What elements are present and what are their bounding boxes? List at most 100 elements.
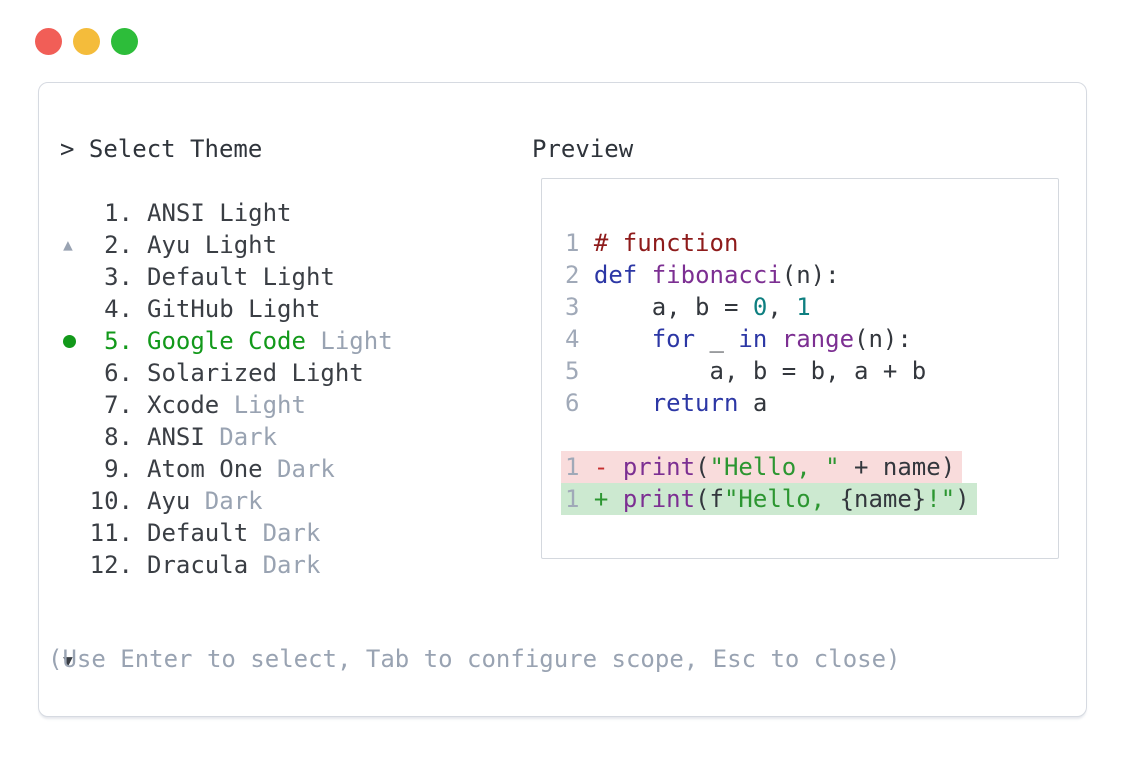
token-func: range <box>781 325 855 353</box>
code-line: 2 def fibonacci(n): <box>565 259 977 291</box>
theme-item-ayu-light[interactable]: 2. Ayu Light <box>60 229 393 261</box>
line-number: 3 <box>565 293 594 321</box>
token-minus: - <box>593 453 623 481</box>
token-keyword: def <box>593 261 638 289</box>
zoom-button[interactable] <box>111 28 138 55</box>
token-literal: 0 <box>752 293 768 321</box>
token-string: "Hello, " <box>709 453 840 481</box>
theme-number: 2. <box>104 231 133 259</box>
theme-item-dracula[interactable]: 12. Dracula Dark <box>60 549 393 581</box>
theme-name: Default Light <box>147 263 335 291</box>
theme-name: Dracula <box>147 551 249 579</box>
token-string: "Hello, <box>723 485 840 513</box>
theme-item-github-light[interactable]: 4.GitHub Light <box>60 293 393 325</box>
token-plain <box>637 261 651 289</box>
theme-variant: Dark <box>262 455 335 483</box>
scroll-up-icon[interactable]: ▲ <box>63 235 73 254</box>
code-line: 6 return a <box>565 387 977 419</box>
token-func: print <box>622 453 696 481</box>
theme-number: 3. <box>104 263 133 291</box>
theme-picker-window: > Select Theme ▲ 1. ANSI Light 2. Ayu Light… <box>38 82 1087 717</box>
token-literal: 1 <box>796 293 811 321</box>
theme-number: 6. <box>104 359 133 387</box>
theme-name: Google Code <box>147 327 306 355</box>
line-number: 2 <box>565 261 594 289</box>
token-comment: # function <box>593 229 739 257</box>
line-number: 1 <box>565 229 594 257</box>
theme-number: 12. <box>89 551 133 579</box>
theme-variant: Light <box>219 391 306 419</box>
theme-number: 7. <box>104 391 133 419</box>
line-number: 6 <box>565 389 594 417</box>
theme-item-xcode[interactable]: 7. Xcode Light <box>60 389 393 421</box>
scroll-down-icon[interactable]: ▼ <box>63 651 73 670</box>
code-line: 4 for _ in range(n): <box>565 323 977 355</box>
token-plain <box>594 325 652 353</box>
token-plain: a, b = <box>593 293 753 321</box>
theme-number: 8. <box>104 423 133 451</box>
code-blank-line <box>565 419 977 451</box>
theme-variant: Light <box>305 327 393 355</box>
theme-name: ANSI <box>147 423 205 451</box>
theme-number: 1. <box>104 199 133 227</box>
token-plain: _ <box>695 325 739 353</box>
keyboard-hint: (Use Enter to select, Tab to configure s… <box>48 645 901 673</box>
token-plain: {name} <box>839 485 927 513</box>
line-number: 1 <box>565 485 594 513</box>
line-number: 5 <box>565 357 594 385</box>
theme-variant: Dark <box>190 487 263 515</box>
theme-item-ansi[interactable]: 8.ANSI Dark <box>60 421 393 453</box>
token-plain: ( <box>695 453 710 481</box>
token-plain: (n): <box>854 325 912 353</box>
token-func: print <box>622 485 696 513</box>
token-plain: , <box>767 293 797 321</box>
theme-name: Solarized Light <box>147 359 364 387</box>
page-title: > Select Theme <box>60 135 263 163</box>
theme-item-atom-one[interactable]: 9.Atom One Dark <box>60 453 393 485</box>
theme-item-ansi-light[interactable]: 1. ANSI Light <box>60 197 393 229</box>
code-line: 1 # function <box>565 227 977 259</box>
theme-number: 10. <box>89 487 133 515</box>
theme-name: Ayu Light <box>147 231 278 259</box>
theme-number: 5. <box>104 327 133 355</box>
theme-name: Ayu <box>147 487 191 515</box>
token-keyword: return <box>651 389 739 417</box>
code-line: 5 a, b = b, a + b <box>565 355 977 387</box>
token-plain: + name) <box>839 453 956 481</box>
token-plain: ) <box>955 485 970 513</box>
window-controls <box>35 28 138 55</box>
token-string: !" <box>926 485 956 513</box>
theme-name: Xcode <box>147 391 220 419</box>
theme-name: Default <box>147 519 249 547</box>
close-button[interactable] <box>35 28 62 55</box>
diff-line-removed: 1 - print("Hello, " + name) <box>561 451 977 483</box>
token-keyword: in <box>738 325 768 353</box>
token-func: fibonacci <box>651 261 782 289</box>
theme-item-solarized-light[interactable]: 6. Solarized Light <box>60 357 393 389</box>
code-line: 3 a, b = 0, 1 <box>565 291 977 323</box>
theme-name: GitHub Light <box>147 295 321 323</box>
diff-highlight: 1 - print("Hello, " + name) <box>561 451 963 483</box>
theme-item-default[interactable]: 11.Default Dark <box>60 517 393 549</box>
theme-name: Atom One <box>147 455 263 483</box>
theme-item-default-light[interactable]: 3. Default Light <box>60 261 393 293</box>
theme-item-ayu[interactable]: 10. Ayu Dark <box>60 485 393 517</box>
minimize-button[interactable] <box>73 28 100 55</box>
theme-item-google-code[interactable]: 5. Google Code Light <box>60 325 393 357</box>
line-number: 1 <box>565 453 594 481</box>
token-plain <box>594 389 652 417</box>
token-plain: (n): <box>781 261 840 289</box>
diff-line-added: 1 + print(f"Hello, {name}!") <box>561 483 977 515</box>
token-keyword: for <box>651 325 696 353</box>
diff-highlight: 1 + print(f"Hello, {name}!") <box>561 483 977 515</box>
theme-variant: Dark <box>248 551 321 579</box>
theme-name: ANSI Light <box>147 199 292 227</box>
theme-number: 11. <box>89 519 133 547</box>
preview-label: Preview <box>532 135 634 163</box>
token-plain: a <box>738 389 768 417</box>
green-dot-icon <box>63 334 76 348</box>
token-plain <box>767 325 781 353</box>
